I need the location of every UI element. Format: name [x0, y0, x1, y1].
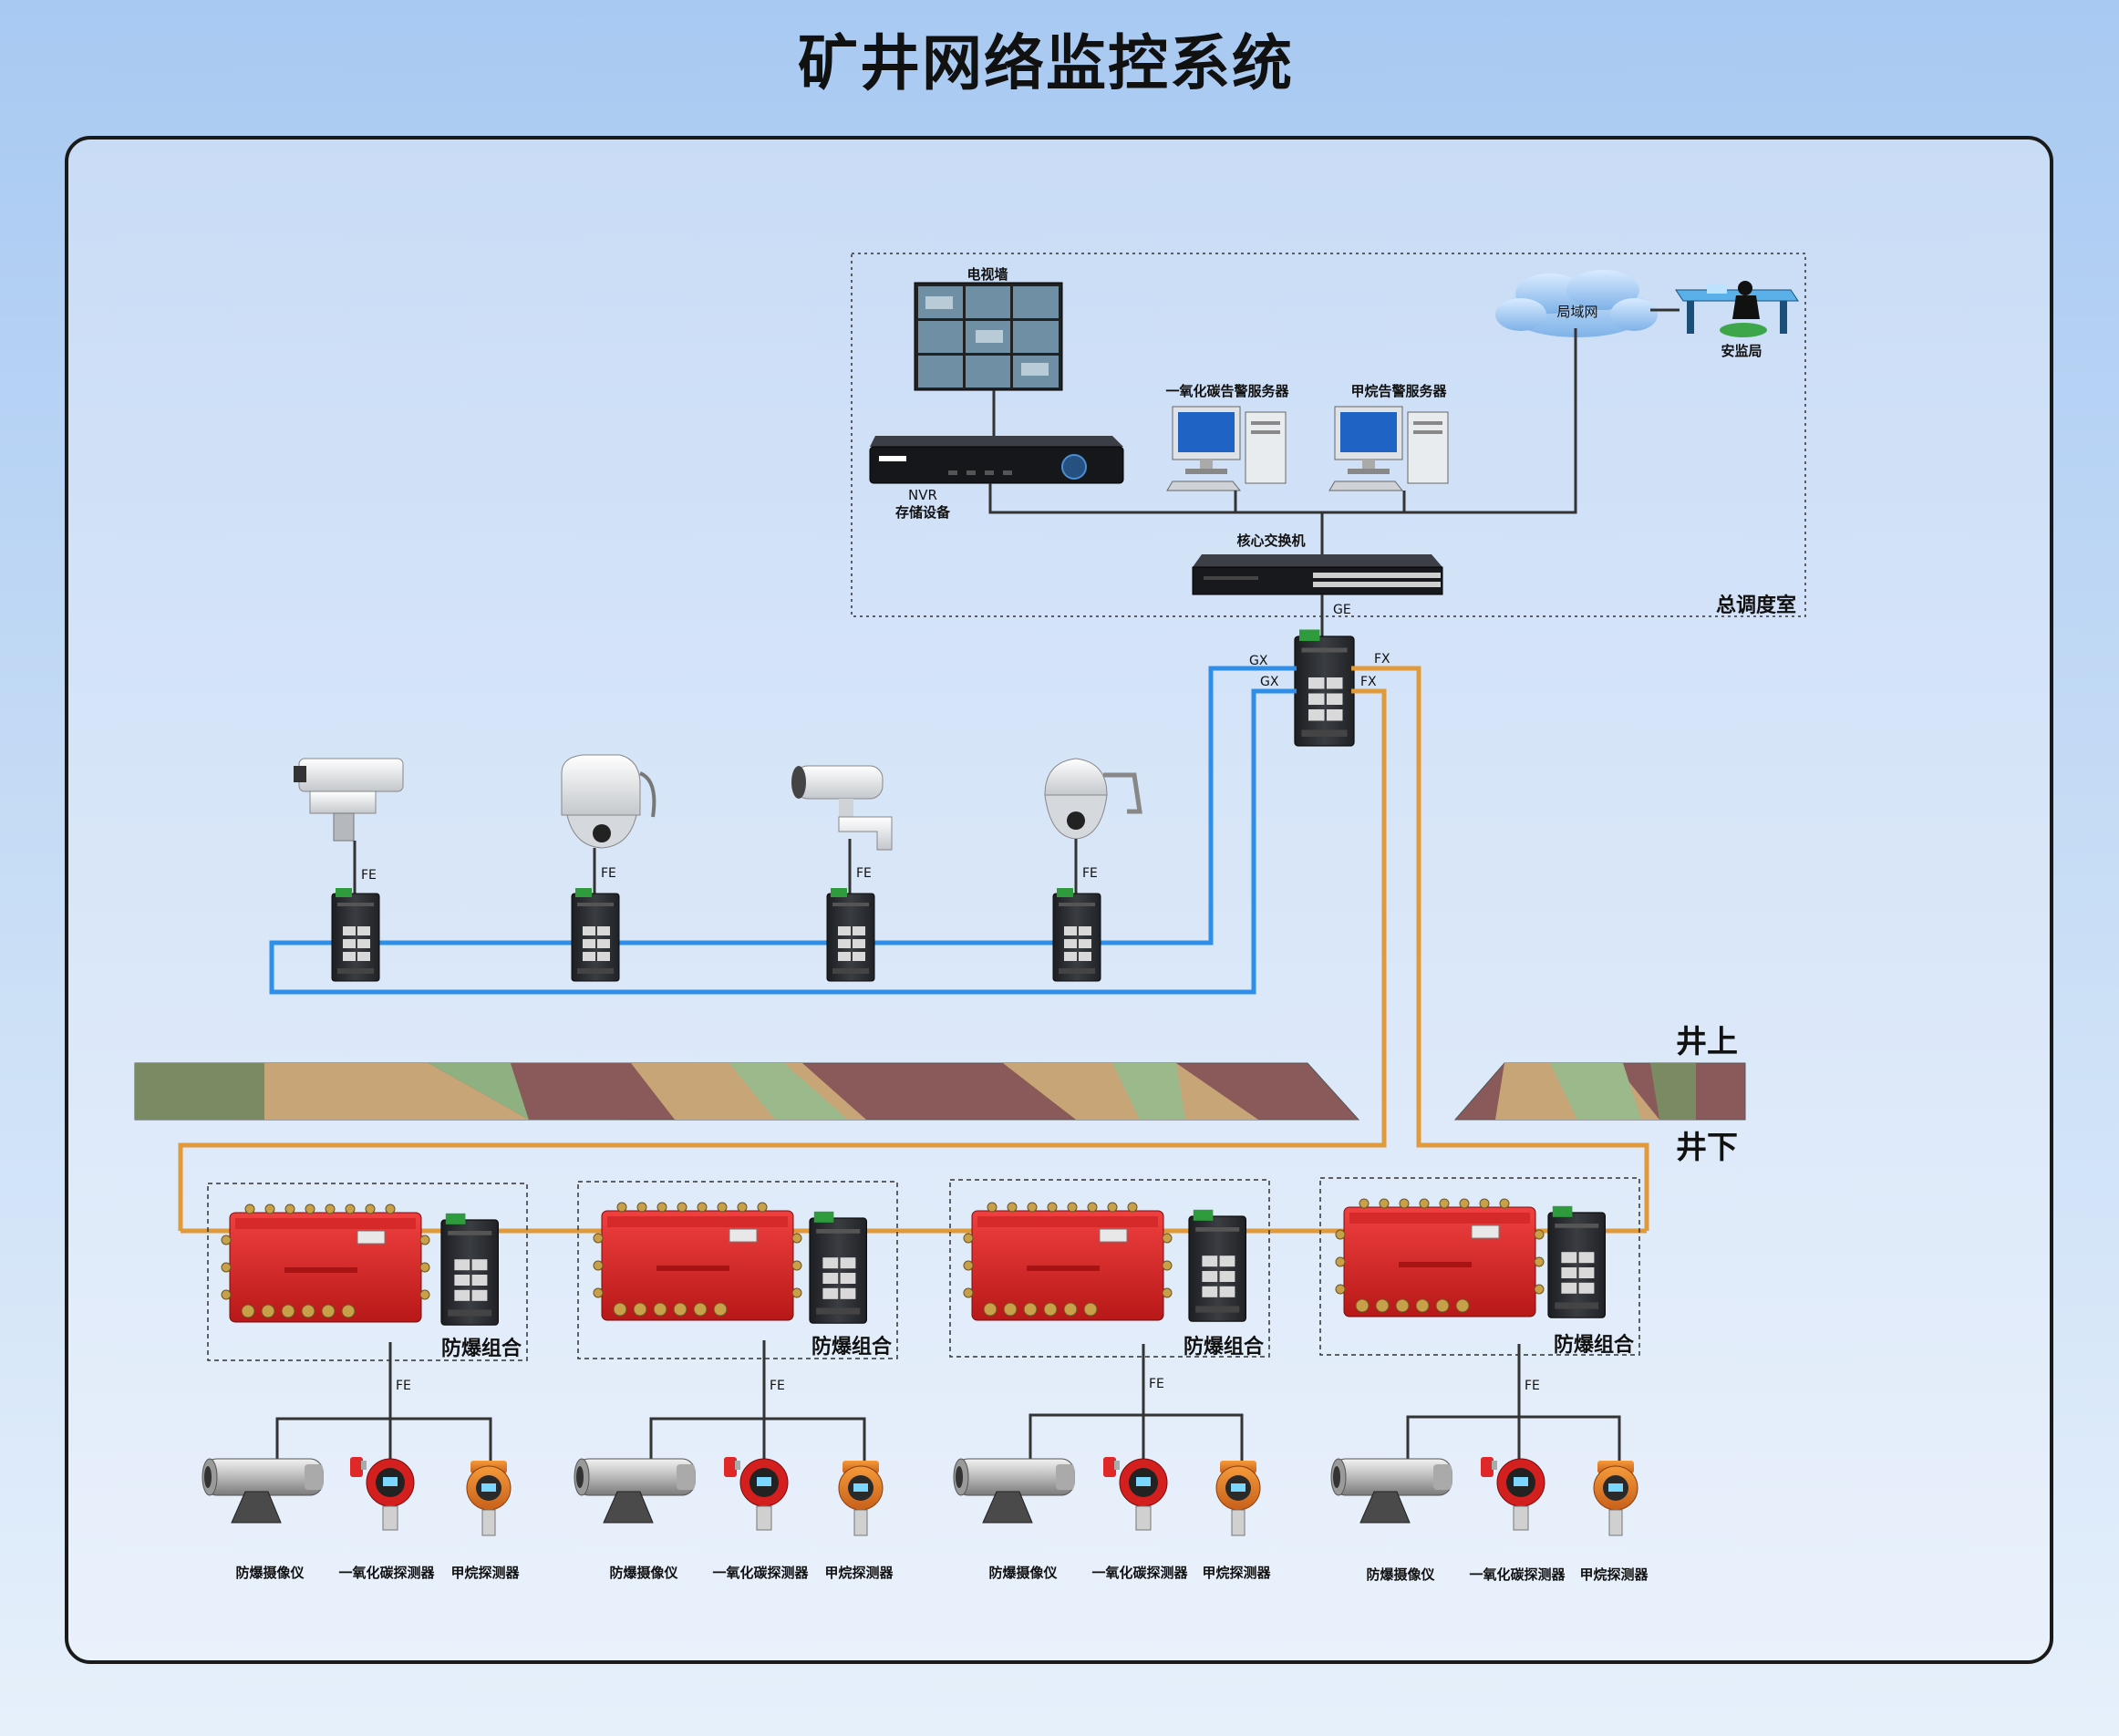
station-2-port: FE	[770, 1379, 785, 1393]
station-1-enclosure-icon	[221, 1204, 430, 1323]
station-4-port: FE	[1525, 1379, 1540, 1393]
station-1-label: 防爆组合	[441, 1337, 522, 1360]
surface-camera-4-icon	[1044, 758, 1142, 840]
station-3-port: FE	[1149, 1377, 1164, 1391]
station-4-dev1-label: 防爆摄像仪	[1366, 1566, 1435, 1583]
station-1: 防爆组合 FE 防爆摄像仪 一氧化碳探测器 甲烷探测器	[202, 1183, 528, 1581]
station-4-switch-icon	[1547, 1205, 1607, 1318]
station-3-dev1-label: 防爆摄像仪	[988, 1565, 1058, 1581]
core-switch-label: 核心交换机	[1236, 532, 1305, 549]
nvr-label: NVR	[908, 487, 937, 503]
gx-label-1: GX	[1249, 654, 1268, 668]
nvr-sublabel: 存储设备	[895, 504, 951, 521]
surface-camera-2-port: FE	[601, 866, 616, 881]
surface-camera-3-port: FE	[856, 866, 872, 881]
surface-label: 井上	[1676, 1024, 1738, 1060]
page-title: 矿井网络监控系统	[798, 28, 1294, 98]
gx-label-2: GX	[1260, 675, 1279, 689]
station-1-switch-icon	[440, 1213, 499, 1326]
ground-strata	[134, 1062, 1746, 1121]
station-2-dev3-label: 甲烷探测器	[824, 1565, 894, 1581]
co-server-label: 一氧化碳告警服务器	[1165, 383, 1289, 399]
surface-camera-1-icon	[294, 758, 404, 842]
tv-wall-icon	[914, 282, 1063, 391]
surface-camera-1-port: FE	[361, 868, 377, 883]
surface-camera-drops	[353, 839, 1078, 894]
station-2-dev1-label: 防爆摄像仪	[609, 1565, 678, 1581]
surface-switch-3-icon	[826, 887, 875, 982]
station-2-switch-icon	[809, 1211, 867, 1324]
station-2-label: 防爆组合	[811, 1335, 893, 1359]
lan-label: 局域网	[1556, 304, 1597, 320]
station-2: 防爆组合 FE 防爆摄像仪 一氧化碳探测器 甲烷探测器	[574, 1181, 898, 1581]
station-1-dev1-label: 防爆摄像仪	[235, 1565, 305, 1581]
underground-label: 井下	[1676, 1130, 1738, 1166]
surface-fiber-ring	[269, 666, 1297, 995]
lan-cloud-icon	[1495, 270, 1658, 337]
station-1-dev2-label: 一氧化碳探测器	[338, 1565, 435, 1581]
station-3: 防爆组合 FE 防爆摄像仪 一氧化碳探测器 甲烷探测器	[949, 1179, 1271, 1581]
station-3-dev2-label: 一氧化碳探测器	[1091, 1565, 1188, 1581]
safety-bureau-label: 安监局	[1721, 343, 1762, 359]
station-2-boundary	[577, 1181, 898, 1359]
station-2-dev2-label: 一氧化碳探测器	[712, 1565, 809, 1581]
station-1-dev3-label: 甲烷探测器	[450, 1565, 520, 1581]
surface-camera-4-port: FE	[1082, 866, 1098, 881]
station-3-label: 防爆组合	[1184, 1335, 1265, 1359]
station-1-port: FE	[396, 1379, 411, 1393]
fx-label-1: FX	[1374, 652, 1390, 666]
aggregation-switch-icon	[1294, 628, 1355, 747]
control-room-links	[988, 308, 1680, 638]
tv-wall-label: 电视墙	[966, 266, 1008, 283]
safety-bureau-icon	[1675, 281, 1799, 337]
station-4-dev3-label: 甲烷探测器	[1579, 1566, 1649, 1583]
surface-switch-2-icon	[571, 887, 620, 982]
station-2-enclosure-icon	[593, 1202, 802, 1321]
nvr-icon	[869, 436, 1124, 484]
station-3-enclosure-icon	[963, 1202, 1173, 1321]
station-4-boundary	[1319, 1177, 1640, 1356]
core-switch-icon	[1192, 554, 1443, 595]
fx-label-2: FX	[1360, 675, 1377, 689]
station-1-boundary	[207, 1183, 528, 1361]
control-room-boundary	[851, 253, 1806, 617]
surface-switch-1-icon	[331, 887, 380, 982]
surface-camera-2-icon	[561, 754, 656, 849]
station-4: 防爆组合 FE 防爆摄像仪 一氧化碳探测器 甲烷探测器	[1319, 1177, 1649, 1583]
control-room-label: 总调度室	[1716, 594, 1796, 617]
station-3-switch-icon	[1188, 1209, 1247, 1322]
surface-camera-3-icon	[791, 765, 893, 851]
surface-switch-4-icon	[1052, 887, 1101, 982]
station-3-dev3-label: 甲烷探测器	[1202, 1565, 1271, 1581]
station-4-label: 防爆组合	[1554, 1333, 1635, 1357]
station-3-boundary	[949, 1179, 1270, 1358]
ch4-server-label: 甲烷告警服务器	[1350, 383, 1447, 399]
station-4-enclosure-icon	[1335, 1198, 1545, 1318]
ge-port-label: GE	[1333, 603, 1351, 617]
station-4-dev2-label: 一氧化碳探测器	[1469, 1566, 1566, 1583]
